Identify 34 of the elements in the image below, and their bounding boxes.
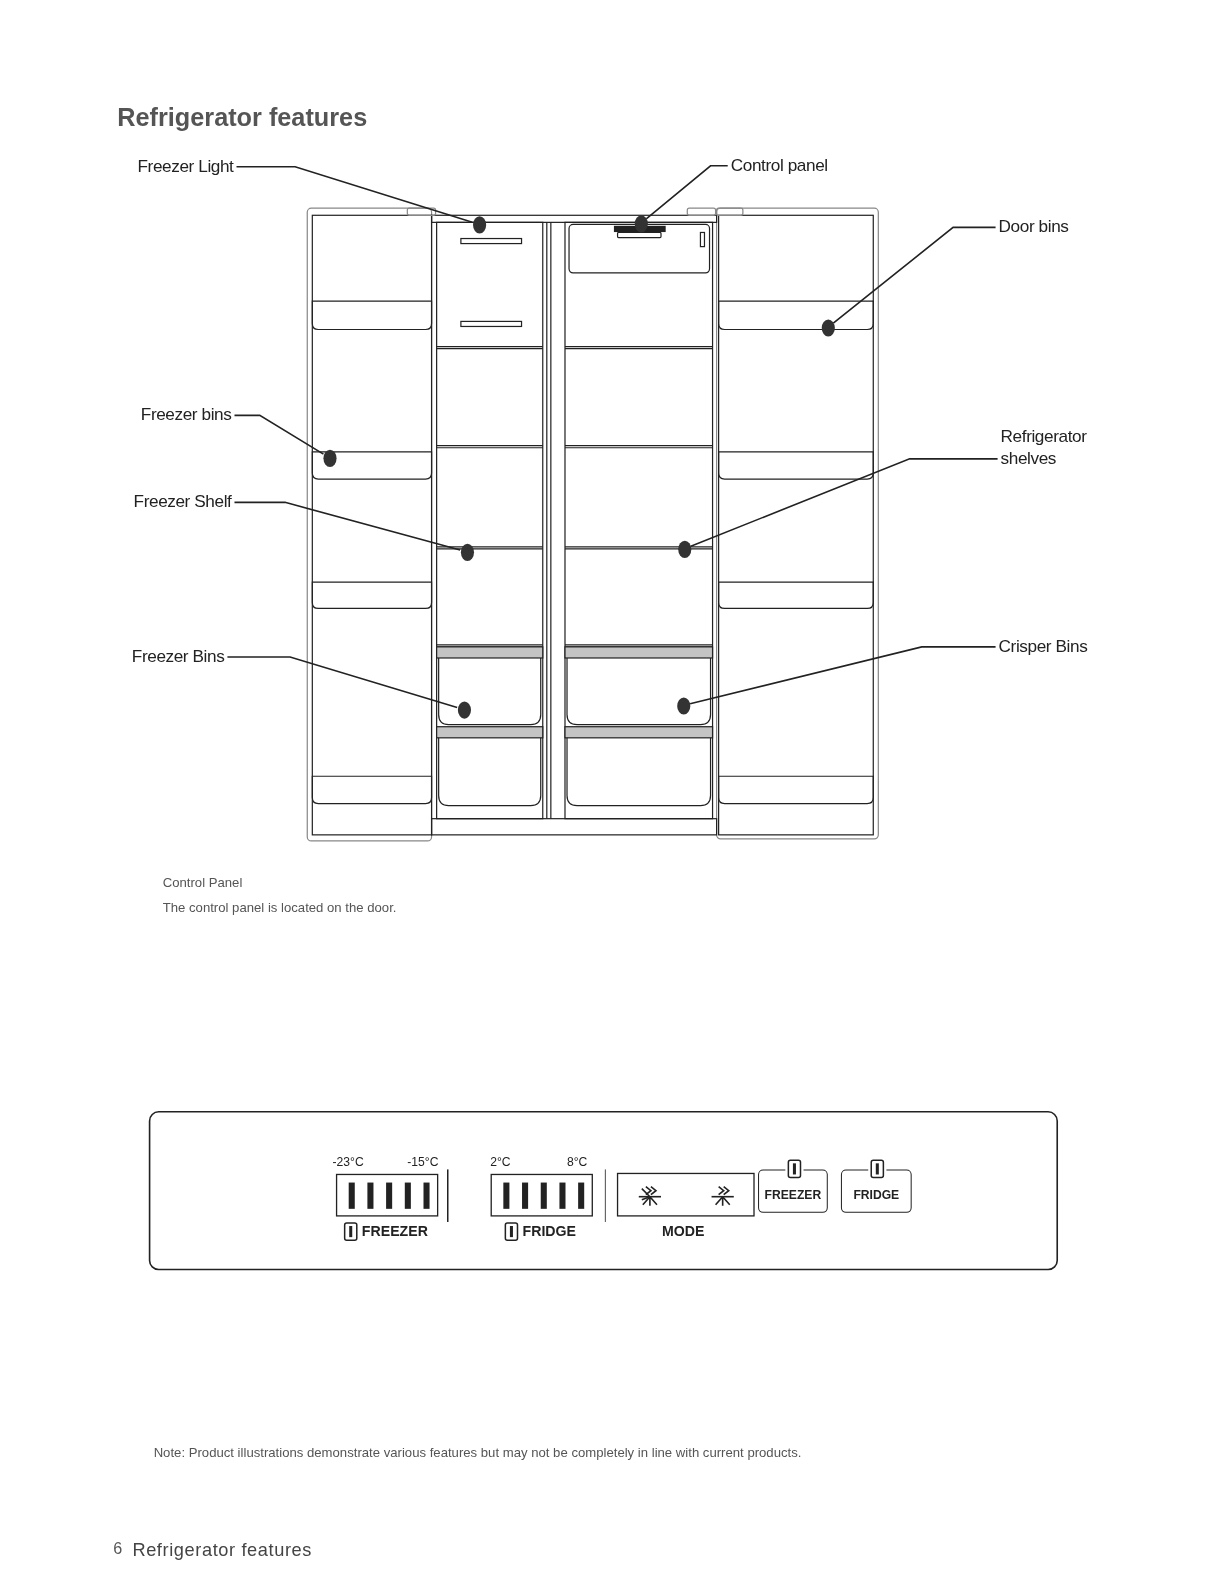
leader-line: [226, 656, 458, 709]
temperature-label: -23°C: [332, 1155, 364, 1170]
temperature-label: 2°C: [490, 1155, 511, 1170]
note-text: Note: Product illustrations demonstrate various features but may not be completely in line with current products.: [153, 1445, 802, 1461]
leader-line: [689, 646, 997, 705]
callout-label: Door bins: [998, 216, 1069, 239]
marker-dot: [821, 318, 835, 337]
marker-dot: [457, 700, 471, 719]
callout-label: Freezer bins: [140, 404, 232, 427]
panel-label: FREEZER: [361, 1223, 428, 1240]
callout-label: Refrigerator shelves: [1000, 425, 1097, 470]
panel-label: FRIDGE: [522, 1223, 576, 1240]
temperature-label: -15°C: [407, 1155, 439, 1170]
page-number: 6: [113, 1540, 123, 1559]
marker-dot: [634, 214, 648, 232]
marker-dot: [460, 543, 474, 561]
callout-label: Freezer Bins: [131, 645, 225, 669]
marker-dot: [322, 449, 337, 467]
callout-label: Freezer Shelf: [133, 491, 232, 514]
leader-line: [235, 165, 474, 224]
temperature-label: 8°C: [567, 1155, 588, 1170]
leader-line: [645, 164, 729, 220]
callout-label: Crisper Bins: [998, 635, 1088, 658]
leader-line: [233, 501, 461, 551]
section-heading: Control Panel: [162, 875, 243, 891]
page-title: Refrigerator features: [117, 103, 368, 133]
footer-text: Refrigerator features: [132, 1539, 312, 1561]
callout-label: Control panel: [730, 154, 828, 177]
leader-line: [690, 458, 999, 547]
marker-dot: [676, 696, 690, 715]
callout-label: Freezer Light: [137, 155, 234, 178]
body-text: The control panel is located on the door.: [162, 899, 397, 915]
marker-dot: [677, 540, 691, 558]
panel-label: MODE: [662, 1223, 705, 1240]
